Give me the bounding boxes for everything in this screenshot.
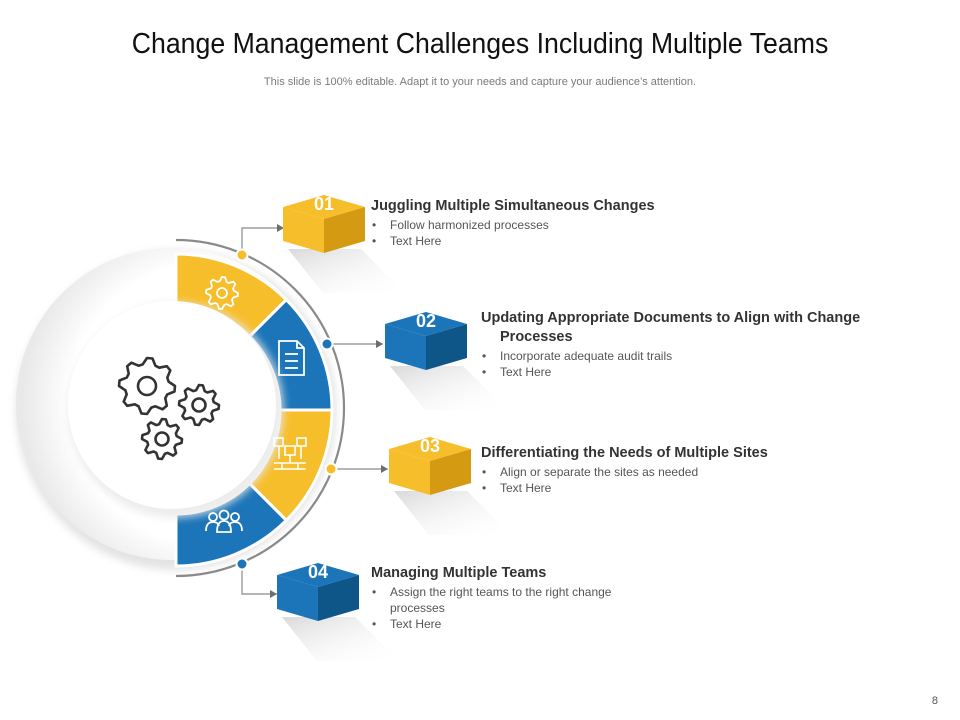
page-title: Change Management Challenges Including M… xyxy=(131,28,829,60)
cube-4: 04 xyxy=(277,562,399,661)
number-cubes: 01 02 03 04 xyxy=(277,194,511,661)
connector-arrow-3 xyxy=(381,465,388,473)
document-icon xyxy=(278,340,305,376)
page-subtitle: This slide is 100% editable. Adapt it to… xyxy=(263,76,697,88)
connector-dot-2 xyxy=(320,337,334,351)
item-3-bullet-1: Align or separate the sites as needed xyxy=(481,464,881,480)
connector-dot-1 xyxy=(235,248,249,262)
cube-3: 03 xyxy=(389,436,511,535)
item-1: Juggling Multiple Simultaneous Changes F… xyxy=(371,197,731,249)
connector-line-4 xyxy=(241,564,277,595)
item-3: Differentiating the Needs of Multiple Si… xyxy=(481,444,881,496)
item-1-heading: Juggling Multiple Simultaneous Changes xyxy=(371,198,655,214)
connectors xyxy=(235,224,388,598)
item-4: Managing Multiple Teams Assign the right… xyxy=(371,564,671,632)
item-2-bullet-2: Text Here xyxy=(481,364,921,380)
cube-number-1: 01 xyxy=(314,194,334,214)
arc-track xyxy=(175,238,346,578)
connector-arrow-4 xyxy=(270,590,277,598)
cube-number-2: 02 xyxy=(416,311,436,331)
item-2: Updating Appropriate Documents to Align … xyxy=(481,309,921,380)
item-3-heading: Differentiating the Needs of Multiple Si… xyxy=(481,445,768,461)
gears-icon xyxy=(205,276,239,310)
page-number: 8 xyxy=(931,695,938,707)
item-3-bullet-2: Text Here xyxy=(481,480,881,496)
cube-2: 02 xyxy=(385,311,507,410)
connector-arrow-2 xyxy=(376,340,383,348)
connector-dot-3 xyxy=(324,462,338,476)
connector-arrow-1 xyxy=(277,224,284,232)
cube-1: 01 xyxy=(283,194,405,293)
cube-number-3: 03 xyxy=(420,436,440,456)
connector-line-1 xyxy=(241,227,284,255)
item-4-bullet-1: Assign the right teams to the right chan… xyxy=(371,584,671,616)
item-1-bullet-2: Text Here xyxy=(371,233,731,249)
team-icon xyxy=(205,509,243,533)
item-2-bullet-1: Incorporate adequate audit trails xyxy=(481,348,921,364)
item-1-bullet-1: Follow harmonized processes xyxy=(371,217,731,233)
center-gears-icon xyxy=(117,356,221,461)
cube-number-4: 04 xyxy=(308,562,328,582)
connector-dot-4 xyxy=(235,557,249,571)
item-4-heading: Managing Multiple Teams xyxy=(371,565,547,581)
network-icon xyxy=(273,437,307,470)
item-2-heading: Updating Appropriate Documents to Align … xyxy=(481,310,861,345)
item-4-bullet-2: Text Here xyxy=(371,616,671,632)
inner-circle xyxy=(68,301,276,509)
